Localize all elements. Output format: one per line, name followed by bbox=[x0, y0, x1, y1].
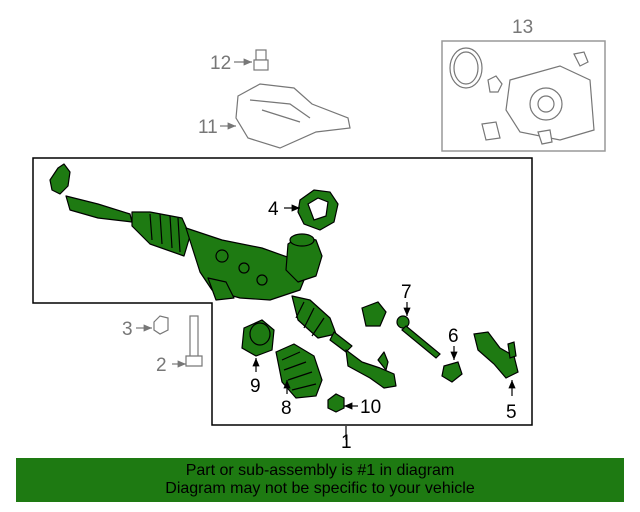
callout-7: 7 bbox=[401, 282, 412, 303]
steering-gear-assembly bbox=[49, 163, 397, 389]
part-5-outer-tie-rod-end bbox=[473, 331, 519, 379]
part-10-nut bbox=[327, 393, 345, 413]
part-13-motor-kit bbox=[449, 47, 595, 145]
part-4-dust-seal bbox=[297, 189, 339, 231]
assembly-boundary bbox=[32, 157, 533, 426]
part-7-inner-tie-rod bbox=[396, 315, 441, 359]
part-8-boot bbox=[275, 343, 323, 399]
callout-5: 5 bbox=[506, 402, 517, 423]
part-3-nut bbox=[153, 315, 169, 335]
notice-banner: Part or sub-assembly is #1 in diagram Di… bbox=[16, 458, 624, 502]
inset-box-13 bbox=[441, 40, 606, 152]
notice-line-1: Part or sub-assembly is #1 in diagram bbox=[185, 462, 455, 479]
bushing bbox=[361, 301, 387, 327]
part-6-bushing bbox=[441, 361, 463, 383]
part-9-cap bbox=[241, 319, 275, 357]
callout-9: 9 bbox=[250, 376, 261, 397]
notice-line-2: Diagram may not be specific to your vehi… bbox=[165, 480, 475, 497]
callout-10: 10 bbox=[360, 397, 381, 418]
part-12-bolt bbox=[253, 49, 269, 71]
callout-6: 6 bbox=[448, 326, 459, 347]
part-11-heat-shield bbox=[235, 83, 351, 149]
callout-4: 4 bbox=[268, 199, 279, 220]
callout-8: 8 bbox=[281, 398, 292, 419]
callout-11: 11 bbox=[198, 117, 218, 138]
callout-13: 13 bbox=[512, 17, 533, 38]
callout-3: 3 bbox=[122, 319, 133, 340]
callout-1: 1 bbox=[341, 432, 352, 453]
callout-2: 2 bbox=[156, 355, 167, 376]
part-2-bolt bbox=[185, 315, 203, 367]
callout-12: 12 bbox=[210, 53, 231, 74]
